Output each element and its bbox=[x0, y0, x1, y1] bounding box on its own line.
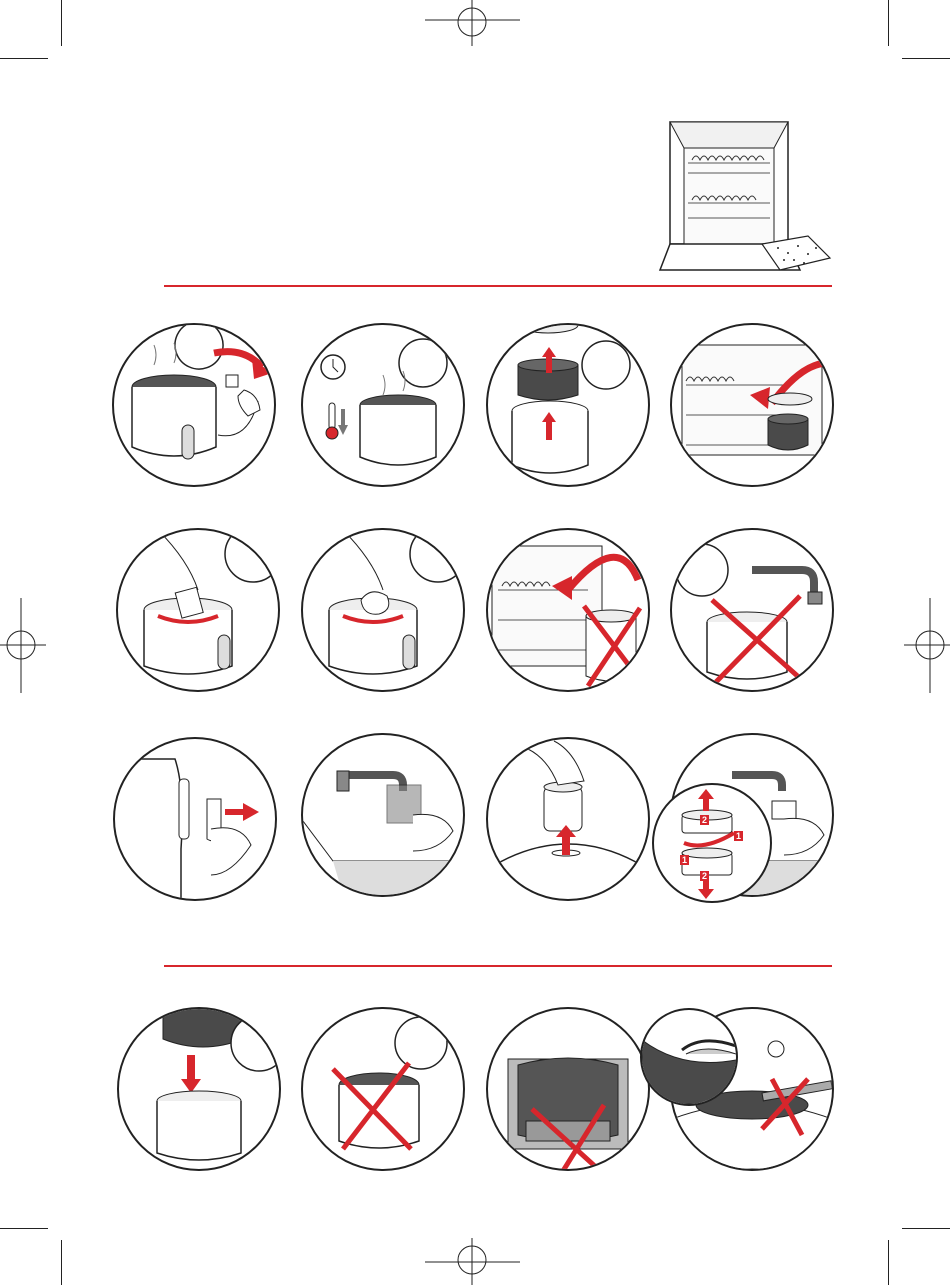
no-dishwasher-body-icon bbox=[492, 546, 640, 686]
registration-mark-right bbox=[902, 598, 950, 693]
valve-step-label: 2 bbox=[700, 815, 709, 825]
crop-mark bbox=[61, 1240, 62, 1285]
illustration-no-water-body bbox=[670, 528, 834, 692]
dishwasher-safe-header-icon bbox=[658, 118, 834, 278]
valve-step-label: 1 bbox=[680, 855, 689, 865]
illustration-rinse-collector bbox=[301, 733, 465, 897]
section-divider bbox=[164, 965, 832, 967]
crop-mark bbox=[888, 0, 889, 46]
illustration-no-missing-plate bbox=[486, 1007, 650, 1171]
remove-bowl-icon bbox=[512, 325, 630, 473]
illustration-no-dishwasher-body bbox=[486, 528, 650, 692]
open-lid-unplug-icon bbox=[132, 325, 272, 459]
remove-steam-valve-icon bbox=[488, 741, 648, 869]
illustration-no-cook-without-bowl bbox=[301, 1007, 465, 1171]
valve-step-label: 2 bbox=[700, 871, 709, 881]
illustration-dishwasher-bowl bbox=[670, 323, 834, 487]
illustration-remove-bowl bbox=[486, 323, 650, 487]
illustration-open-lid-unplug bbox=[112, 323, 276, 487]
insert-bowl-icon bbox=[157, 1009, 279, 1160]
illustration-remove-collector bbox=[113, 737, 277, 901]
cool-down-thermometer-icon bbox=[321, 339, 447, 465]
crop-mark bbox=[0, 58, 48, 59]
no-cook-without-bowl-icon bbox=[333, 1017, 447, 1149]
clean-with-sponge-icon bbox=[144, 530, 278, 674]
illustration-wipe-cloth bbox=[301, 528, 465, 692]
wipe-with-cloth-icon bbox=[329, 530, 463, 674]
crop-mark bbox=[902, 58, 950, 59]
remove-condensation-collector-icon bbox=[115, 759, 259, 899]
registration-mark-bottom bbox=[425, 1238, 525, 1285]
dishwasher-safe-icon bbox=[682, 345, 828, 455]
registration-mark-left bbox=[0, 598, 48, 693]
utensil-inset bbox=[640, 1008, 738, 1106]
rinse-collector-icon bbox=[303, 771, 463, 895]
no-bowl-missing-plate-icon bbox=[508, 1058, 628, 1169]
crop-mark bbox=[902, 1228, 950, 1229]
crop-mark bbox=[0, 1228, 48, 1229]
no-water-body-icon bbox=[676, 544, 822, 682]
valve-steps-inset: 2 1 1 2 bbox=[652, 783, 772, 903]
valve-step-label: 1 bbox=[734, 831, 743, 841]
illustration-cool-down bbox=[301, 323, 465, 487]
crop-mark bbox=[61, 0, 62, 46]
registration-mark-top bbox=[425, 0, 525, 48]
section-divider bbox=[164, 285, 832, 287]
illustration-remove-steam-valve bbox=[486, 737, 650, 901]
illustration-clean-sponge bbox=[116, 528, 280, 692]
crop-mark bbox=[888, 1240, 889, 1285]
illustration-insert-bowl bbox=[117, 1007, 281, 1171]
